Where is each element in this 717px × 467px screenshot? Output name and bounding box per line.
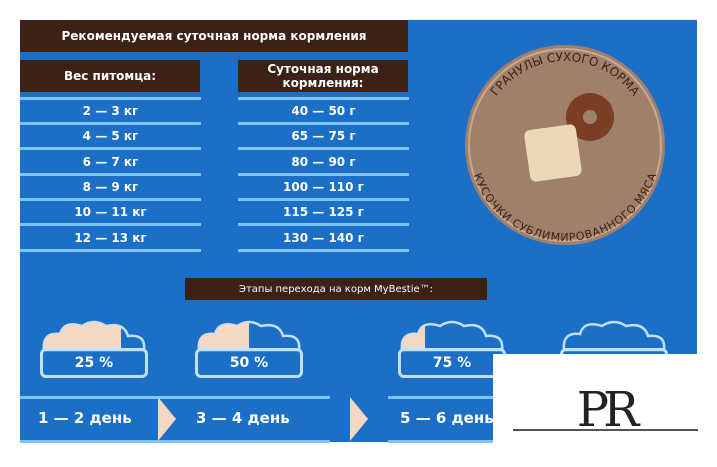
divider — [20, 440, 330, 443]
norm-cell: 65 — 75 г — [238, 125, 409, 151]
step-3: 5 — 6 день — [400, 409, 494, 427]
pr-logo: PR — [493, 354, 717, 463]
transition-title: Этапы перехода на корм MyBestie™: — [185, 278, 487, 300]
divider — [388, 440, 508, 443]
food-badge: ГРАНУЛЫ СУХОГО КОРМА КУСОЧКИ СУБЛИМИРОВА… — [465, 45, 665, 245]
divider — [388, 396, 508, 399]
bowl-percent: 25 % — [40, 348, 148, 378]
divider — [238, 97, 409, 100]
weight-cell: 6 — 7 кг — [20, 151, 201, 176]
norm-cell: 40 — 50 г — [238, 100, 409, 125]
norm-header: Суточная норма кормления: — [238, 60, 408, 92]
arrow-icon — [350, 397, 368, 441]
table-title: Рекомендуемая суточная норма кормления — [20, 20, 408, 52]
svg-text:ГРАНУЛЫ СУХОГО КОРМА: ГРАНУЛЫ СУХОГО КОРМА — [488, 50, 643, 99]
meat-cube-icon — [524, 124, 582, 182]
food-bowl: 25 % — [30, 318, 158, 382]
norm-cell: 130 — 140 г — [238, 227, 409, 252]
badge-bottom-text: КУСОЧКИ СУБЛИМИРОВАННОГО МЯСА — [471, 171, 659, 244]
weight-header: Вес питомца: — [20, 60, 200, 92]
step-2: 3 — 4 день — [196, 409, 290, 427]
weight-cell: 8 — 9 кг — [20, 176, 201, 201]
norm-cell: 100 — 110 г — [238, 176, 409, 201]
step-1: 1 — 2 день — [38, 409, 132, 427]
weight-cell: 12 — 13 кг — [20, 227, 201, 252]
norm-cell: 80 — 90 г — [238, 151, 409, 176]
weight-cell: 10 — 11 кг — [20, 201, 201, 227]
food-bowl: 50 % — [185, 318, 313, 382]
food-bowl: 75 % — [388, 318, 516, 382]
weight-cell: 2 — 3 кг — [20, 100, 201, 125]
bowl-percent: 75 % — [398, 348, 506, 378]
arrow-icon — [158, 397, 176, 441]
bowl-percent: 50 % — [195, 348, 303, 378]
svg-text:КУСОЧКИ СУБЛИМИРОВАННОГО МЯСА: КУСОЧКИ СУБЛИМИРОВАННОГО МЯСА — [471, 171, 659, 244]
norm-cell: 115 — 125 г — [238, 201, 409, 227]
divider — [20, 97, 201, 100]
badge-top-text: ГРАНУЛЫ СУХОГО КОРМА — [488, 50, 643, 99]
weight-cell: 4 — 5 кг — [20, 125, 201, 151]
